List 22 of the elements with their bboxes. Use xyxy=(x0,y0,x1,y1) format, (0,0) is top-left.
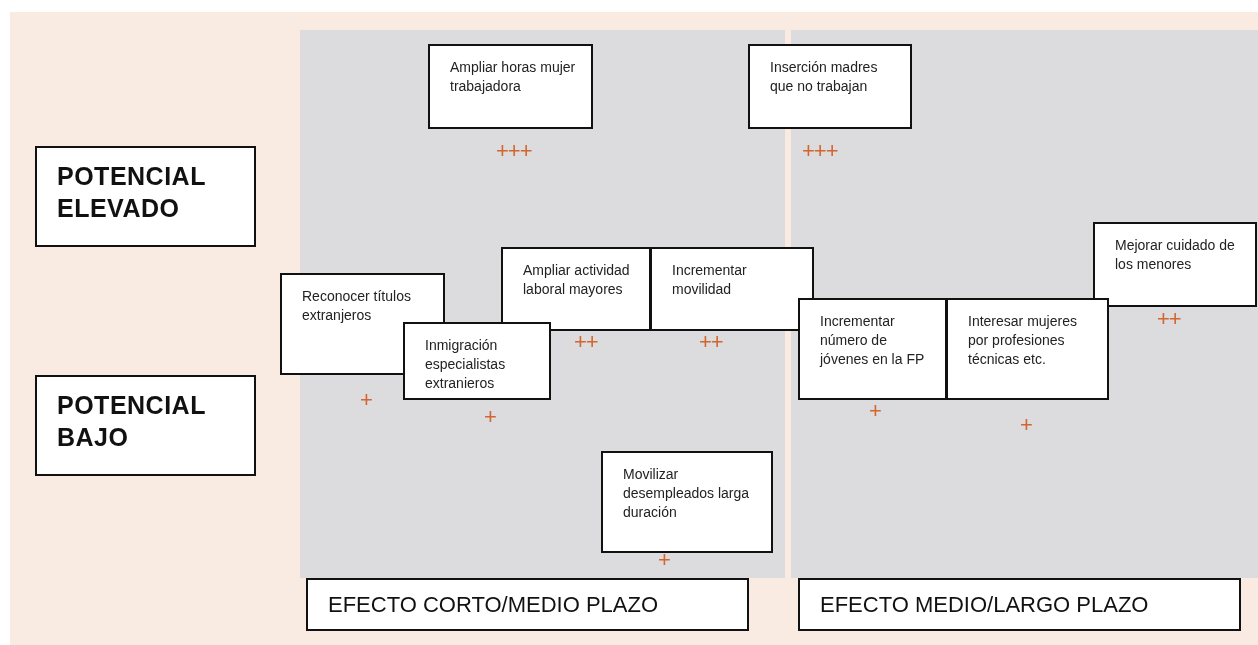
measure-box: Incrementar movilidad xyxy=(650,247,814,331)
measure-box: Ampliar actividad laboral mayores xyxy=(501,247,651,331)
axis-label-box: EFECTO CORTO/MEDIO PLAZO xyxy=(306,578,749,631)
measure-box: Interesar mujeres por profesiones técnicas etc. xyxy=(946,298,1109,400)
measure-box: Inmigración especialistas extranieros xyxy=(403,322,551,400)
rating-plus-signs: ++ xyxy=(699,331,723,353)
rating-plus-signs: +++ xyxy=(802,140,838,162)
rating-plus-signs: ++ xyxy=(1157,308,1181,330)
axis-label-box: POTENCIAL BAJO xyxy=(35,375,256,476)
axis-label-box: EFECTO MEDIO/LARGO PLAZO xyxy=(798,578,1241,631)
rating-plus-signs: + xyxy=(869,400,881,422)
rating-plus-signs: + xyxy=(1020,414,1032,436)
measure-box: Mejorar cuidado de los menores xyxy=(1093,222,1257,307)
axis-label-box: POTENCIAL ELEVADO xyxy=(35,146,256,247)
rating-plus-signs: + xyxy=(360,389,372,411)
rating-plus-signs: + xyxy=(484,406,496,428)
measure-box: Movilizar desempleados larga duración xyxy=(601,451,773,553)
measure-box: Incrementar número de jóvenes en la FP xyxy=(798,298,947,400)
rating-plus-signs: +++ xyxy=(496,140,532,162)
measure-box: Inserción madres que no trabajan xyxy=(748,44,912,129)
measure-box: Ampliar horas mujer trabajadora xyxy=(428,44,593,129)
rating-plus-signs: ++ xyxy=(574,331,598,353)
